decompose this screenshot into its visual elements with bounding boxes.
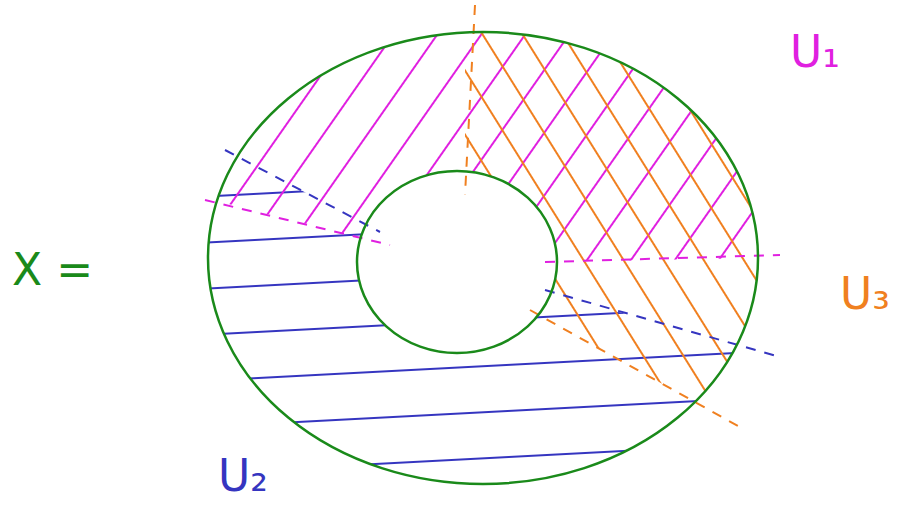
- set-label: U₂: [218, 452, 268, 500]
- space-label: X =: [12, 246, 93, 294]
- set-label: U₃: [840, 270, 890, 318]
- set-label: U₁: [790, 28, 840, 76]
